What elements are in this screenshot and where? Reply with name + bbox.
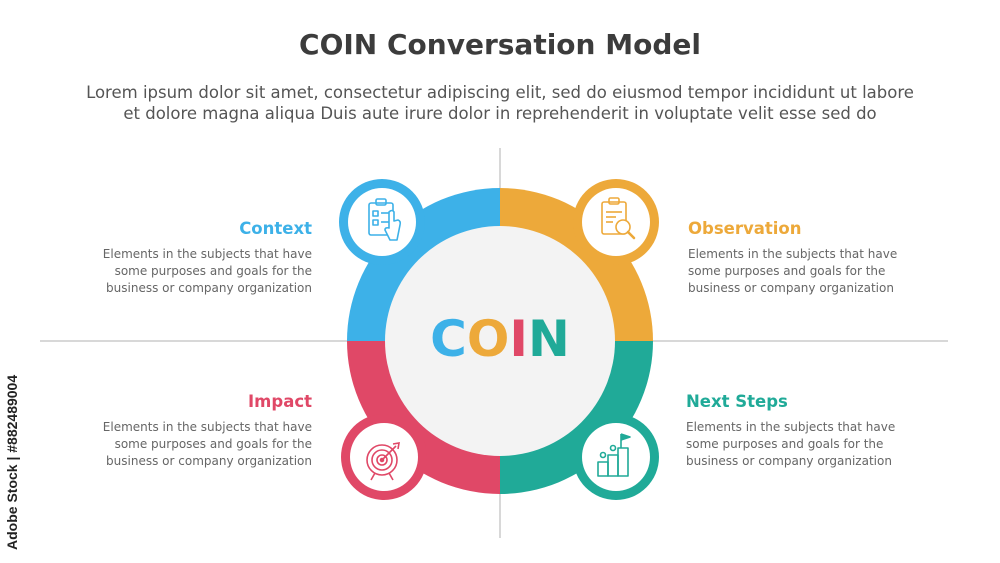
page-title: COIN Conversation Model xyxy=(299,28,701,61)
page-subtitle: Lorem ipsum dolor sit amet, consectetur … xyxy=(40,82,960,124)
next-steps-desc-line: Elements in the subjects that have xyxy=(686,420,896,434)
context-desc-line: some purposes and goals for the xyxy=(114,264,312,278)
observation-desc-line: Elements in the subjects that have xyxy=(688,247,898,261)
target-arrow-icon xyxy=(366,442,400,481)
subtitle-line-1: Lorem ipsum dolor sit amet, consectetur … xyxy=(86,83,914,102)
next-steps-bubble-inner xyxy=(582,423,650,491)
observation-description: Elements in the subjects that have some … xyxy=(688,246,918,297)
observation-desc-line: business or company organization xyxy=(688,281,894,295)
impact-description: Elements in the subjects that have some … xyxy=(82,419,312,470)
next-steps-desc-line: some purposes and goals for the xyxy=(686,437,884,451)
document-magnifier-icon xyxy=(601,197,636,240)
center-letter-c: C xyxy=(430,310,467,368)
podium-flag-icon xyxy=(597,433,631,477)
impact-desc-line: business or company organization xyxy=(106,454,312,468)
center-coin-text: COIN xyxy=(430,310,570,368)
context-desc-line: business or company organization xyxy=(106,281,312,295)
context-title: Context xyxy=(239,219,312,238)
impact-title: Impact xyxy=(248,392,312,411)
center-letter-o: O xyxy=(467,310,510,368)
clipboard-hand-icon xyxy=(368,198,402,241)
context-desc-line: Elements in the subjects that have xyxy=(102,247,312,261)
next-steps-desc-line: business or company organization xyxy=(686,454,892,468)
impact-desc-line: some purposes and goals for the xyxy=(114,437,312,451)
context-description: Elements in the subjects that have some … xyxy=(82,246,312,297)
center-circle xyxy=(385,226,615,456)
observation-bubble-inner xyxy=(582,188,650,256)
stock-watermark: Adobe Stock | #882489004 xyxy=(4,374,20,550)
observation-title: Observation xyxy=(688,219,802,238)
next-steps-description: Elements in the subjects that have some … xyxy=(686,419,916,470)
next-steps-title: Next Steps xyxy=(686,392,788,411)
subtitle-line-2: et dolore magna aliqua Duis aute irure d… xyxy=(123,104,877,123)
center-letter-i: I xyxy=(509,310,528,368)
center-letter-n: N xyxy=(528,310,570,368)
observation-desc-line: some purposes and goals for the xyxy=(688,264,886,278)
impact-desc-line: Elements in the subjects that have xyxy=(102,420,312,434)
